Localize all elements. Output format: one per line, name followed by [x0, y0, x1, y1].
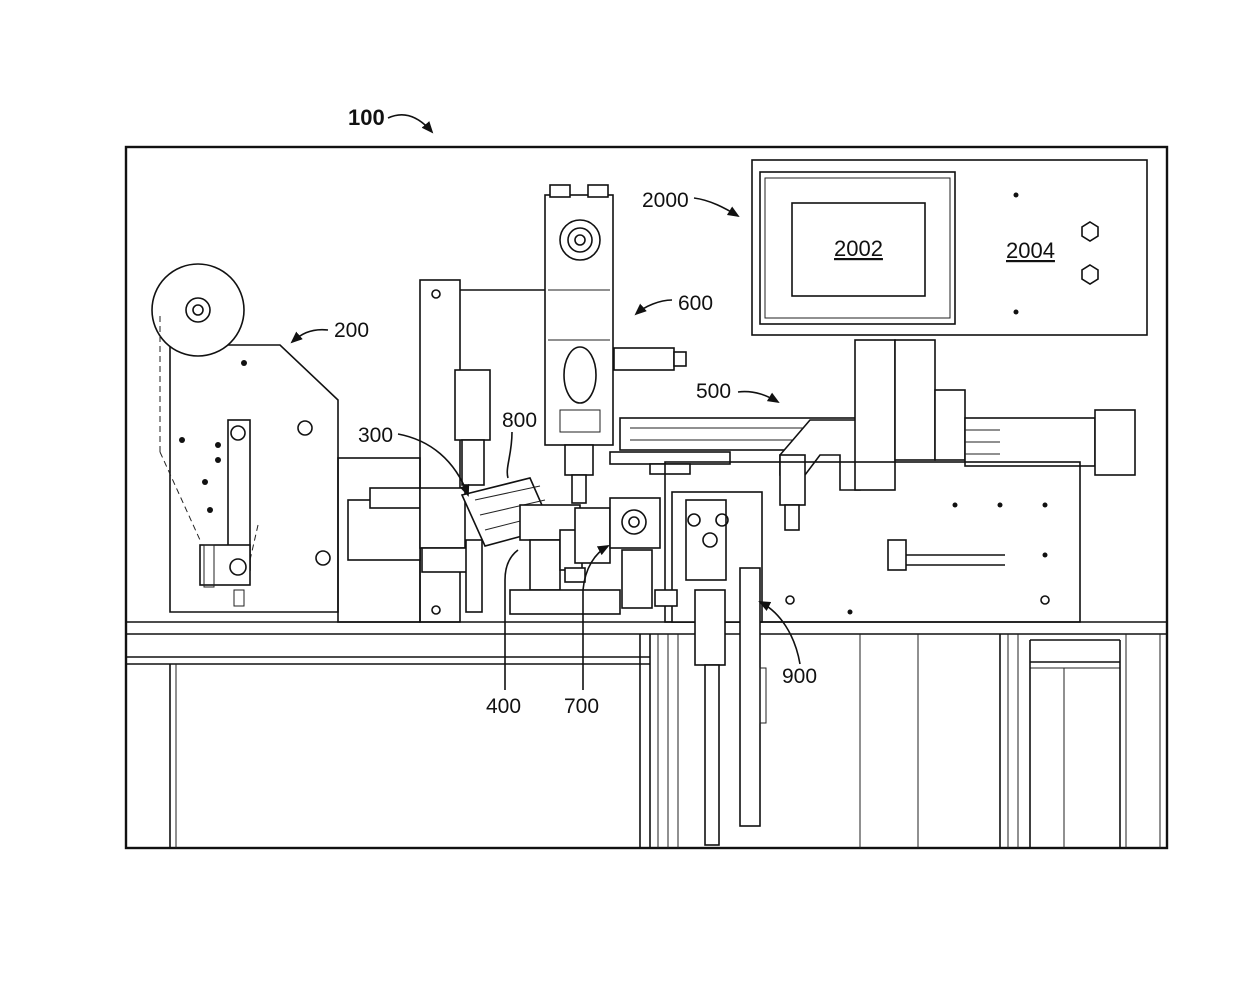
label-100: 100 — [348, 105, 385, 130]
control-panel — [752, 160, 1147, 335]
label-700: 700 — [564, 695, 599, 718]
label-500: 500 — [696, 380, 731, 403]
label-applicator-block — [462, 478, 620, 614]
label-800: 800 — [502, 409, 537, 432]
label-2000: 2000 — [642, 189, 689, 212]
central-frame — [338, 280, 545, 622]
label-400: 400 — [486, 695, 521, 718]
label-200: 200 — [334, 319, 369, 342]
label-600: 600 — [678, 292, 713, 315]
label-2002: 2002 — [834, 236, 883, 261]
unwinder-assembly — [152, 264, 338, 612]
right-machine-body — [610, 462, 1080, 845]
label-300: 300 — [358, 424, 393, 447]
label-900: 900 — [782, 665, 817, 688]
label-2004: 2004 — [1006, 238, 1055, 263]
